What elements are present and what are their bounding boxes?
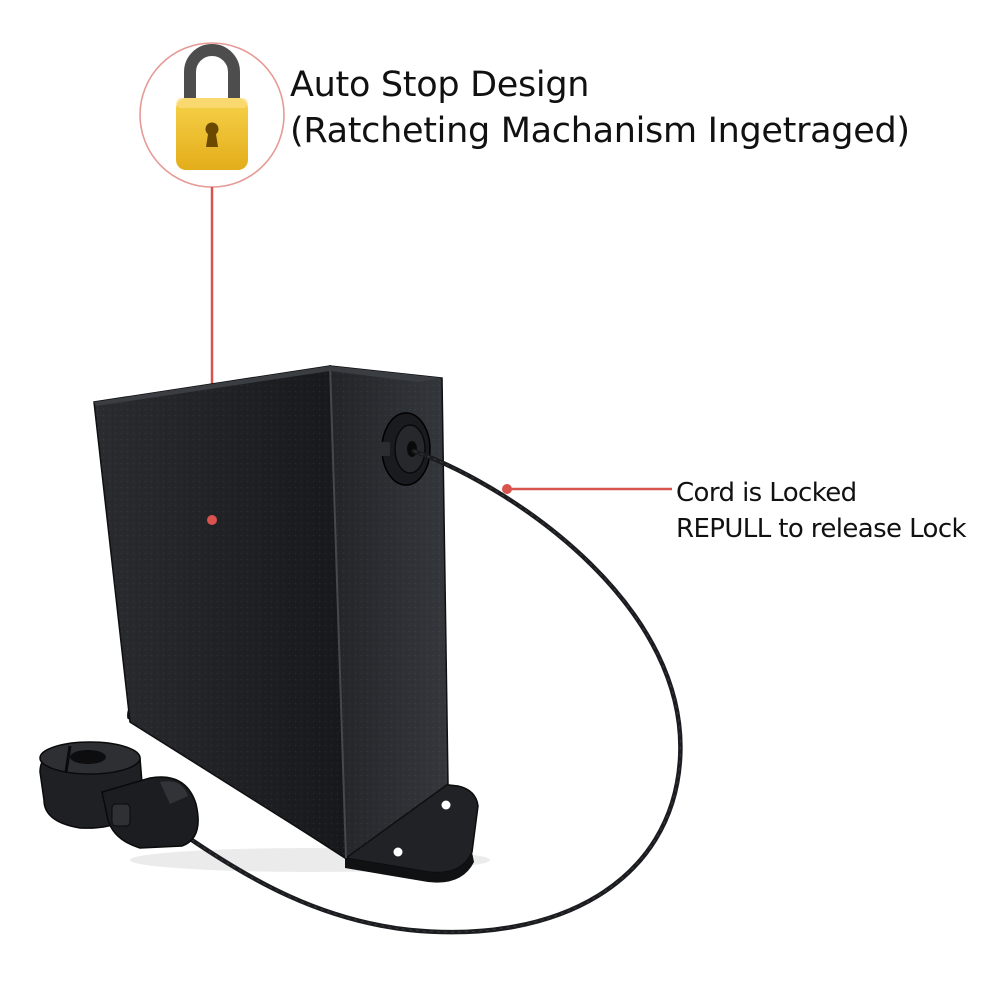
- leader-dot-cord: [502, 484, 512, 494]
- cord-annotation: Cord is Locked REPULL to release Lock: [676, 475, 967, 547]
- padlock-icon: [176, 44, 248, 170]
- cable-clamp: [39, 741, 199, 849]
- auto-stop-annotation: Auto Stop Design (Ratcheting Machanism I…: [290, 62, 910, 154]
- auto-stop-subtitle: (Ratcheting Machanism Ingetraged): [290, 111, 910, 151]
- flange-hole: [441, 800, 451, 810]
- cord-annotation-line1: Cord is Locked: [676, 478, 857, 508]
- cord-annotation-line2: REPULL to release Lock: [676, 514, 967, 544]
- auto-stop-title: Auto Stop Design: [290, 65, 590, 105]
- padlock-callout: [139, 42, 285, 188]
- leader-dot-lock: [207, 515, 217, 525]
- flange-hole: [393, 847, 403, 857]
